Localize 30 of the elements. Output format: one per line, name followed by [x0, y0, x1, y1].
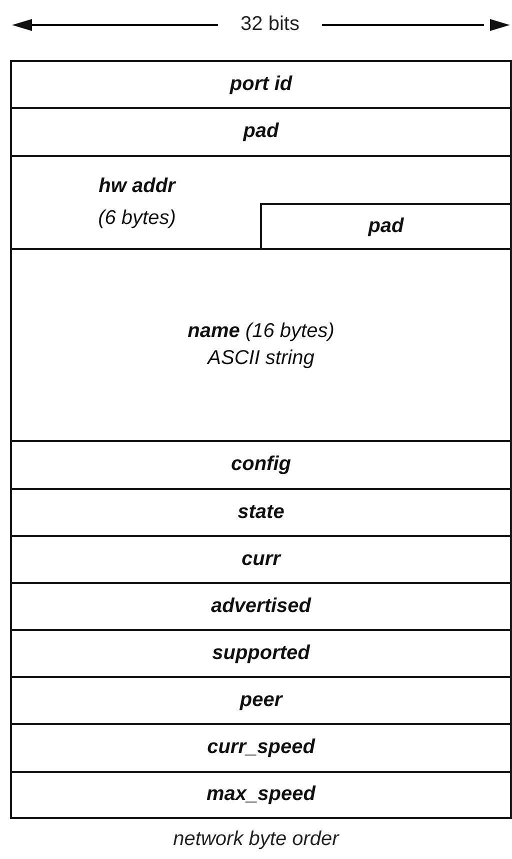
field-label: name (16 bytes)	[186, 320, 336, 343]
field-box	[10, 723, 512, 773]
field-box	[10, 535, 512, 584]
field-label: port id	[228, 72, 294, 96]
field-label: ASCII string	[206, 347, 316, 370]
field-box	[10, 629, 512, 678]
field-label: curr	[240, 548, 282, 570]
field-label: config	[230, 453, 292, 476]
field-box	[10, 60, 512, 109]
field-label: peer	[238, 688, 284, 712]
field-label: supported	[211, 642, 312, 664]
field-label: (6 bytes)	[97, 207, 177, 230]
field-label: advertised	[210, 594, 312, 618]
field-label: pad	[242, 120, 280, 143]
dimension-label: 32 bits	[240, 13, 300, 36]
field-box	[10, 676, 512, 725]
field-label: pad	[366, 214, 405, 238]
field-box	[10, 771, 512, 819]
field-box	[10, 582, 512, 631]
field-box	[10, 488, 512, 537]
field-box	[10, 248, 512, 442]
field-label: curr_speed	[206, 736, 316, 759]
field-label: hw addr	[98, 175, 178, 198]
field-box	[260, 203, 512, 250]
caption-text: network byte order	[172, 828, 340, 851]
field-box	[10, 107, 512, 157]
field-box	[10, 155, 512, 250]
field-box	[10, 440, 512, 490]
field-label: state	[236, 500, 286, 524]
field-label: max_speed	[206, 783, 317, 806]
